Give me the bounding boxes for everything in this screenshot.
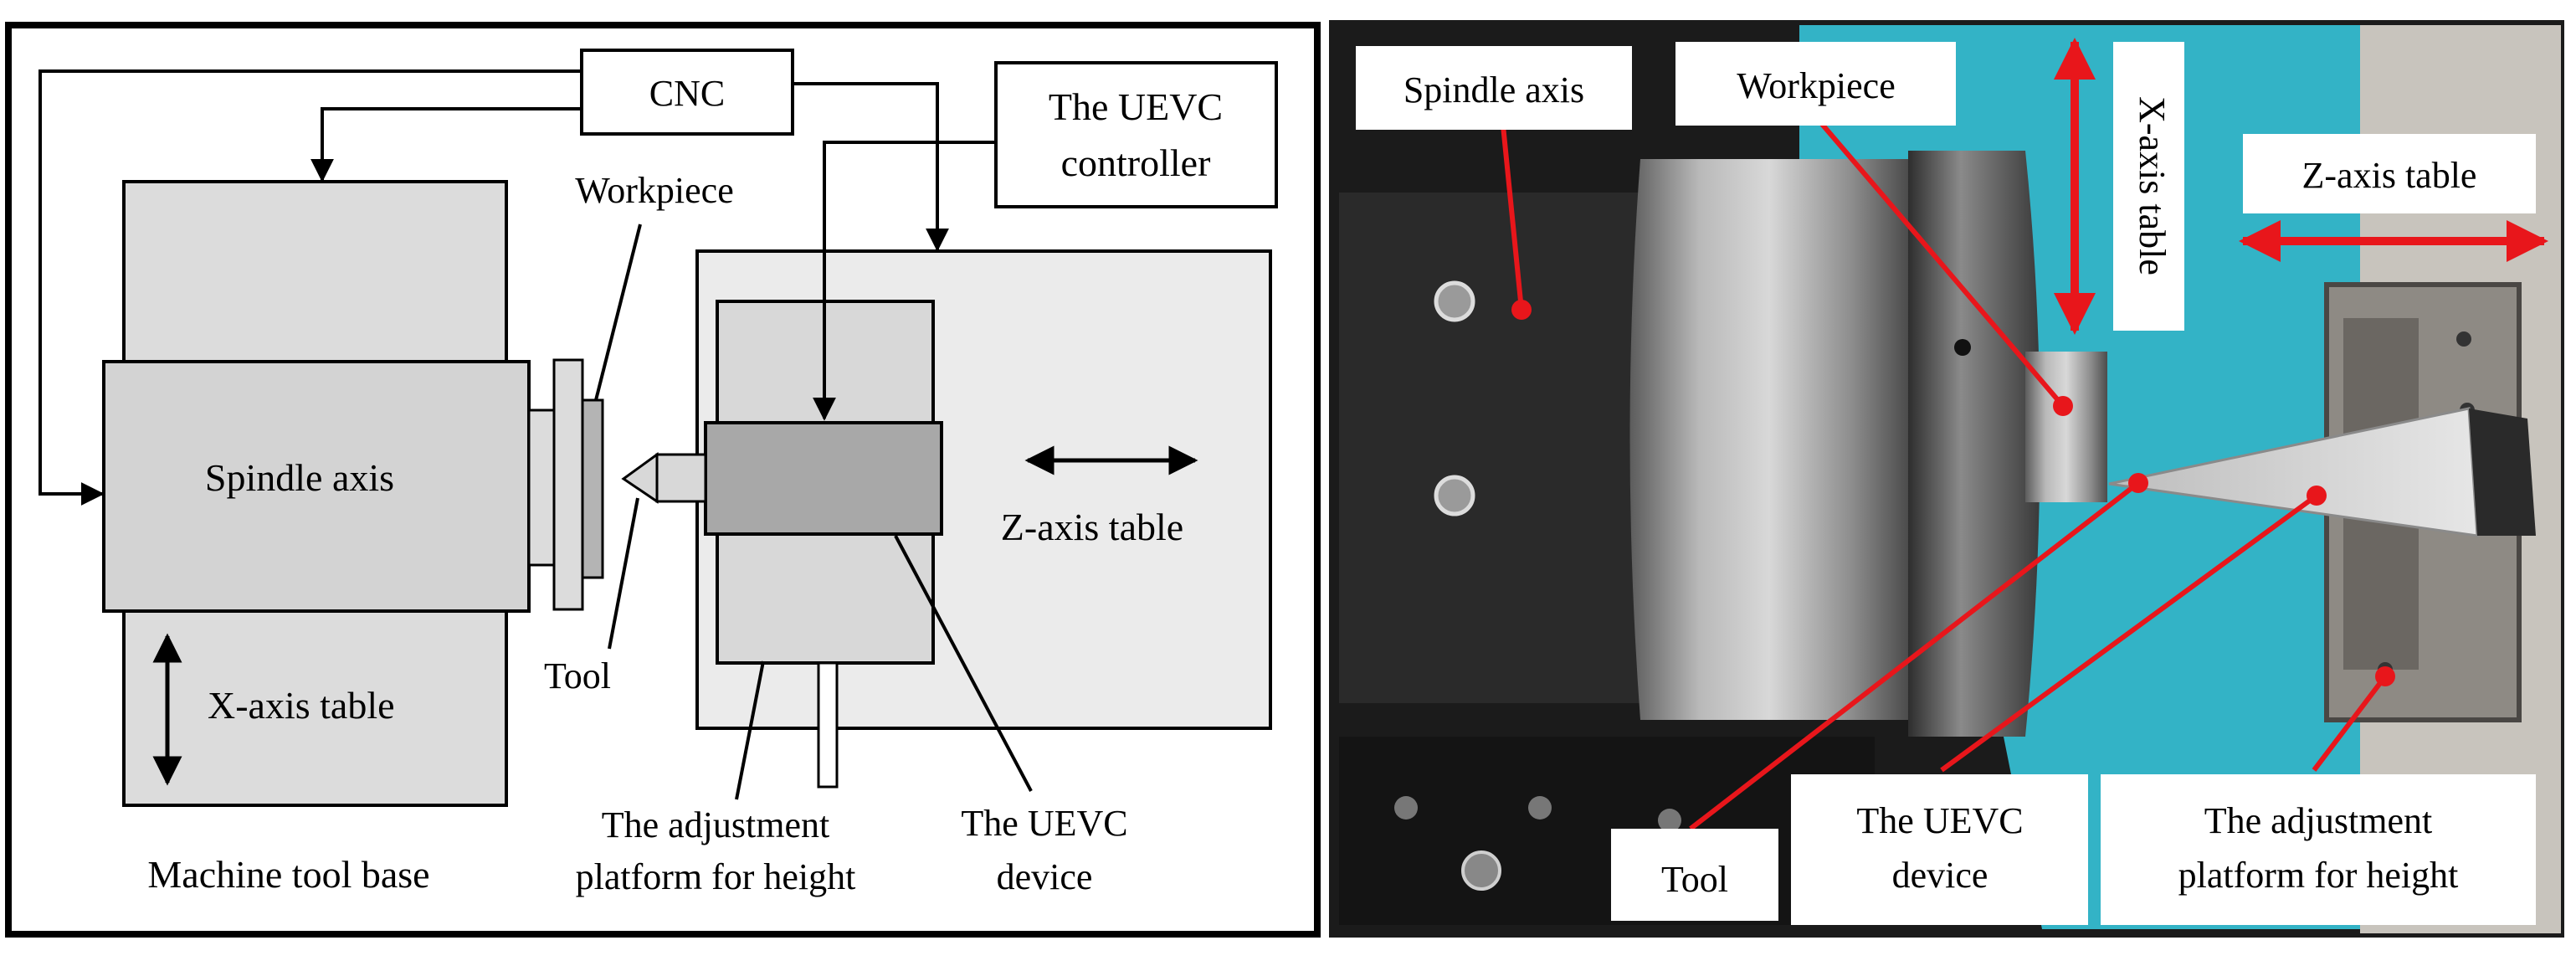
tool-leader xyxy=(608,497,639,650)
uevc-device-photo-label-2: device xyxy=(1892,855,1988,896)
chuck-hole xyxy=(1954,339,1971,356)
platform-screw xyxy=(2456,331,2471,347)
spindle-flange xyxy=(527,408,556,567)
tool-photo-label: Tool xyxy=(1661,859,1728,900)
adjustment-photo-label-2: platform for height xyxy=(2178,855,2459,896)
workpiece-disk xyxy=(581,398,604,579)
workpiece-marker-dot xyxy=(2053,396,2073,416)
uevc-device-leader xyxy=(894,535,1033,792)
housing-bolt xyxy=(1434,475,1475,516)
uevc-device-label-2: device xyxy=(997,856,1093,897)
spindle-axis-block xyxy=(102,360,531,613)
z-axis-table-label: Z-axis table xyxy=(1001,506,1183,548)
spindle-axis-label: Spindle axis xyxy=(205,456,394,499)
adjustment-post xyxy=(817,661,839,789)
uevc-device-leader-photo xyxy=(1940,493,2318,773)
cnc-to-machine-wire xyxy=(310,107,582,182)
uevc-device xyxy=(704,421,943,536)
rail-bolt xyxy=(1528,796,1552,820)
workpiece-leader-photo xyxy=(1814,116,2065,408)
uevc-controller-box xyxy=(994,61,1278,208)
machine-tool-base-label: Machine tool base xyxy=(147,853,429,896)
spindle-axis-photo-label: Spindle axis xyxy=(1403,69,1584,110)
tool-leader-photo xyxy=(1689,480,2140,831)
cnc-to-spindle-wire xyxy=(38,69,582,506)
adjustment-leader xyxy=(735,660,765,800)
bottom-rail xyxy=(1339,737,1875,925)
cnc-to-ztable-wire xyxy=(793,82,949,252)
spindle-axis-tag xyxy=(1356,46,1632,130)
chuck-disk-photo xyxy=(1908,151,2040,737)
adjustment-platform-tag xyxy=(2101,774,2536,925)
rail-bolt xyxy=(1658,809,1681,832)
uevc-device-label-1: The UEVC xyxy=(961,803,1127,844)
tool-tip xyxy=(621,452,659,504)
z-axis-table-tag xyxy=(2243,134,2536,213)
x-axis-table-tag xyxy=(2113,42,2184,331)
tool-holder xyxy=(655,453,707,503)
adjustment-leader-photo xyxy=(2312,675,2388,772)
controller-to-device-wire xyxy=(813,141,996,421)
spindle-cylinder-photo xyxy=(1629,159,1908,720)
cnc-label: CNC xyxy=(649,73,725,114)
photo-panel: Spindle axis Workpiece X-axis table Z-ax… xyxy=(1329,20,2564,938)
housing-bolt xyxy=(1434,280,1475,322)
adjustment-photo-label-1: The adjustment xyxy=(2204,800,2433,841)
adjustment-marker-dot xyxy=(2375,666,2395,686)
uevc-device-marker-dot xyxy=(2307,486,2327,506)
x-axis-table-label: X-axis table xyxy=(208,684,395,727)
tool-marker-dot xyxy=(2128,473,2148,493)
spindle-marker-dot xyxy=(1511,300,1532,320)
rail-bolt xyxy=(1461,850,1501,891)
uevc-device-tag xyxy=(1791,774,2088,925)
workpiece-tag xyxy=(1675,42,1956,126)
workpiece-leader xyxy=(594,224,642,401)
cnc-box xyxy=(580,49,794,136)
x-axis-table-photo-label: X-axis table xyxy=(2132,96,2173,275)
uevc-controller-label-2: controller xyxy=(1061,141,1211,184)
adjustment-label-1: The adjustment xyxy=(602,804,830,845)
chuck-plate xyxy=(552,358,584,611)
tool-clamp-photo xyxy=(2469,408,2536,536)
schematic-panel: CNC The UEVC controller Spindle axis Wor… xyxy=(5,22,1321,938)
rail-bolt xyxy=(1394,796,1418,820)
workpiece-photo-label: Workpiece xyxy=(1737,65,1895,106)
uevc-device-photo-label-1: The UEVC xyxy=(1856,800,2023,841)
adjustment-label-2: platform for height xyxy=(576,856,856,897)
uevc-controller-label-1: The UEVC xyxy=(1049,85,1223,128)
tool-tag xyxy=(1611,829,1778,921)
spindle-leader-photo xyxy=(1500,116,1524,311)
tool-label: Tool xyxy=(544,655,611,696)
z-axis-table-photo-label: Z-axis table xyxy=(2302,155,2477,196)
workpiece-label: Workpiece xyxy=(575,170,733,211)
